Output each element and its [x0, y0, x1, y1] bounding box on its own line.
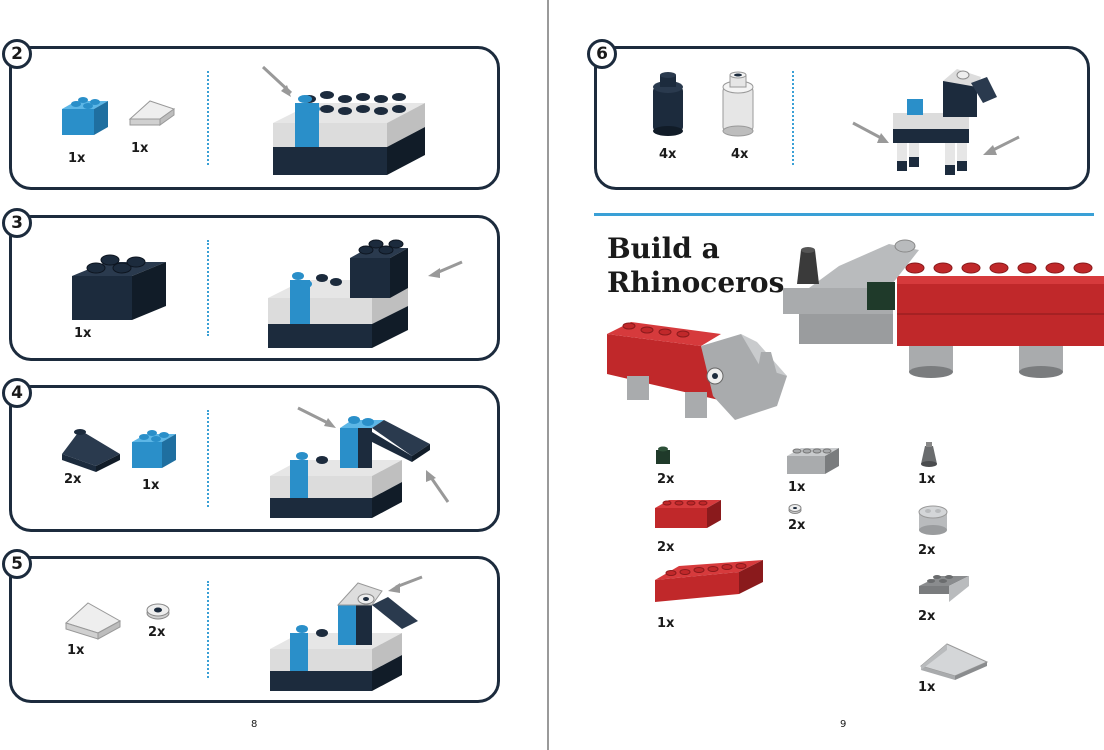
- step-3-panel: 3 1x: [2, 208, 500, 361]
- part-quantity: 1x: [68, 151, 86, 166]
- step-number: 6: [587, 39, 617, 69]
- assembly-step-4-illustration: [270, 406, 450, 518]
- white-round-plate-icon: [146, 603, 170, 620]
- step-divider: [792, 71, 794, 165]
- step-number: 2: [2, 39, 32, 69]
- step-divider: [207, 581, 209, 678]
- gray-2x4-brick-icon: [787, 448, 839, 474]
- right-page: 6 4x 4x: [549, 0, 1104, 750]
- blue-2x2-brick-icon: [62, 97, 108, 135]
- part-quantity: 2x: [788, 518, 806, 533]
- assembly-step-6-illustration: [852, 69, 1020, 175]
- title-line-2: Rhinoceros: [607, 266, 785, 299]
- step-4-panel: 4 2x 1x: [2, 378, 500, 532]
- green-1x1-brick-icon: [656, 446, 670, 464]
- white-round-brick-icon: [722, 71, 754, 137]
- gray-cone-icon: [921, 442, 937, 467]
- title-line-1: Build a: [607, 232, 720, 265]
- step-2-panel: 2 1x 1x: [2, 39, 500, 190]
- left-page: 2 1x 1x: [0, 0, 548, 750]
- blue-2x2-brick-icon: [132, 430, 176, 468]
- part-quantity: 2x: [64, 472, 82, 487]
- red-2x6-brick-icon: [655, 560, 763, 602]
- gray-large-slope-icon: [919, 643, 989, 680]
- part-quantity: 4x: [659, 147, 677, 162]
- step-6-panel: 6 4x 4x: [587, 39, 1090, 190]
- part-quantity: 1x: [788, 480, 806, 495]
- section-rule: [594, 213, 1094, 216]
- red-2x4-brick-icon: [655, 500, 721, 528]
- part-quantity: 2x: [657, 472, 675, 487]
- part-quantity: 4x: [731, 147, 749, 162]
- part-quantity: 1x: [142, 478, 160, 493]
- page-gutter: [547, 0, 549, 750]
- part-quantity: 1x: [74, 326, 92, 341]
- assembly-step-5-illustration: [270, 575, 423, 691]
- step-number: 4: [2, 378, 32, 408]
- white-round-plate-icon: [788, 504, 802, 514]
- step-divider: [207, 71, 209, 165]
- part-quantity: 1x: [918, 680, 936, 695]
- rhinoceros-large-illustration: [783, 239, 1104, 378]
- part-quantity: 2x: [657, 540, 675, 555]
- step-divider: [207, 410, 209, 507]
- dark-round-brick-icon: [653, 72, 683, 136]
- rhinoceros-small-illustration: [607, 322, 787, 420]
- page-number: 9: [840, 719, 847, 730]
- part-quantity: 1x: [657, 616, 675, 631]
- dark-2x2-brick-icon: [72, 254, 166, 320]
- part-quantity: 2x: [918, 609, 936, 624]
- step-5-panel: 5 1x 2x: [2, 549, 500, 703]
- step-number: 3: [2, 208, 32, 238]
- dark-slope-icon: [62, 429, 120, 472]
- part-quantity: 2x: [148, 625, 166, 640]
- part-quantity: 2x: [918, 543, 936, 558]
- page-number: 8: [251, 719, 258, 730]
- assembly-step-2-illustration: [261, 65, 425, 175]
- gray-round-brick-icon: [918, 505, 948, 535]
- white-slope-icon: [128, 100, 176, 126]
- step-number: 5: [2, 549, 32, 579]
- gray-slope-icon: [919, 575, 969, 602]
- assembly-step-3-illustration: [268, 239, 463, 348]
- part-quantity: 1x: [918, 472, 936, 487]
- part-quantity: 1x: [67, 643, 85, 658]
- part-quantity: 1x: [131, 141, 149, 156]
- step-divider: [207, 240, 209, 336]
- page-title: Build a Rhinoceros: [607, 232, 807, 300]
- white-slope-icon: [65, 602, 122, 640]
